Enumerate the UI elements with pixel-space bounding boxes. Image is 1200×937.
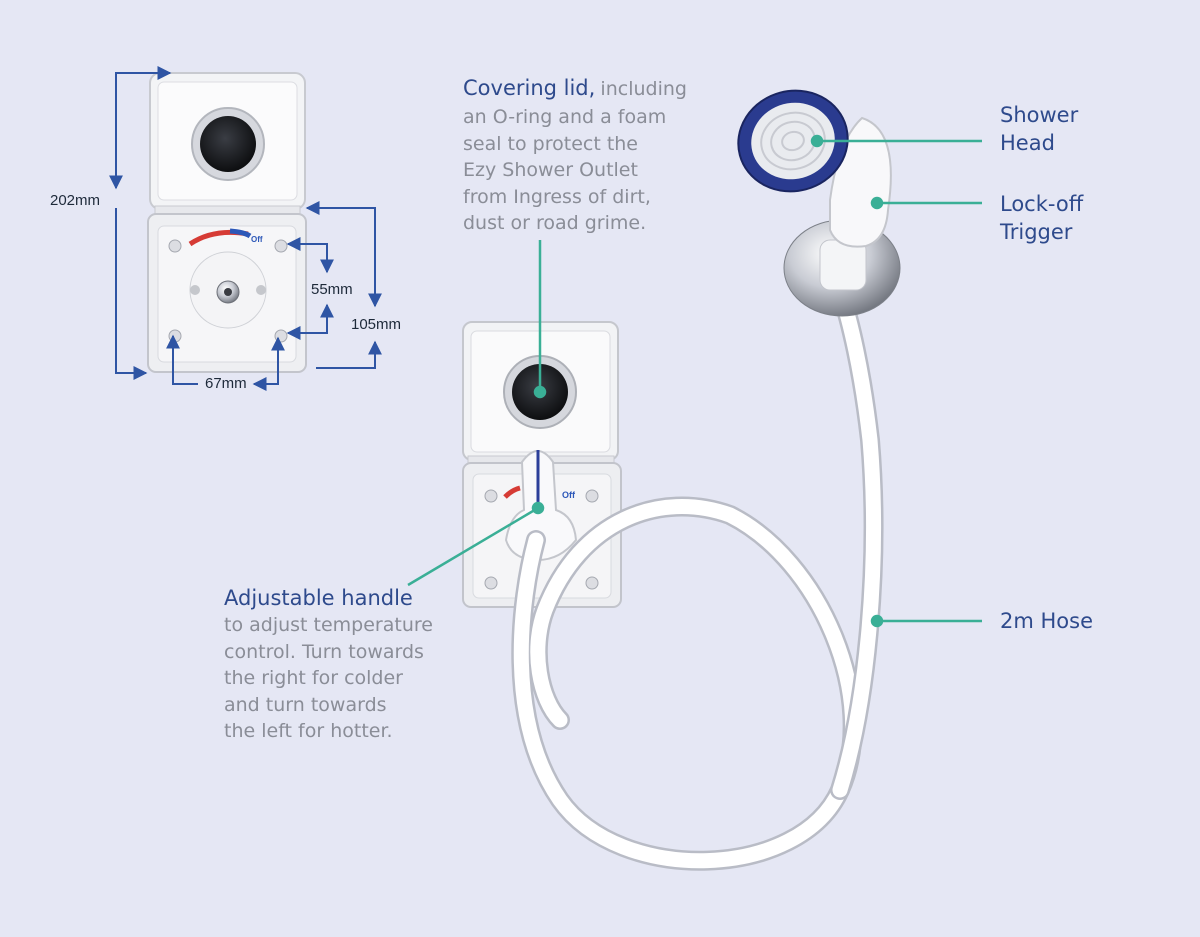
- main-plate-off-label: Off: [562, 490, 576, 500]
- covering-lid-line-1: including: [600, 78, 687, 100]
- dimension-hole-width-label: 67mm: [205, 375, 247, 392]
- small-plate-off-label: Off: [251, 235, 263, 244]
- adjustable-handle-line-2: control. Turn towards: [224, 640, 424, 663]
- shower-assembly: [737, 89, 901, 317]
- hose: [511, 280, 884, 871]
- shower-head-label-line-1: Shower: [1000, 103, 1079, 127]
- outlet-dimension-diagram: Off: [109, 66, 382, 391]
- hose-label: 2m Hose: [1000, 609, 1093, 633]
- callout-line-adjustable-handle: [407, 506, 539, 587]
- dimension-height-label: 202mm: [50, 192, 101, 209]
- main-outlet: Off: [462, 321, 622, 608]
- covering-lid-title: Covering lid,: [463, 76, 596, 100]
- shower-head-label-line-2: Head: [1000, 131, 1055, 155]
- lock-off-trigger-label: Lock-off Trigger: [1000, 190, 1083, 246]
- covering-lid-callout: Covering lid, including an O-ring and a …: [463, 74, 687, 237]
- shower-head-label: Shower Head: [1000, 101, 1078, 157]
- covering-lid-line-6: dust or road grime.: [463, 212, 647, 234]
- dimension-lid-height-label: 105mm: [351, 316, 402, 333]
- covering-lid-line-5: from Ingress of dirt,: [463, 185, 651, 208]
- adjustable-handle-title: Adjustable handle: [224, 586, 413, 610]
- adjustable-handle-line-5: the left for hotter.: [224, 720, 393, 742]
- adjustable-handle-line-4: and turn towards: [224, 693, 387, 716]
- adjustable-handle-line-3: the right for colder: [224, 667, 403, 689]
- covering-lid-line-2: an O-ring and a foam: [463, 106, 667, 128]
- lock-off-trigger-label-line-1: Lock-off: [1000, 192, 1084, 216]
- covering-lid-line-3: seal to protect the: [463, 132, 638, 155]
- lock-off-trigger-label-line-2: Trigger: [1000, 220, 1073, 244]
- dimension-hole-height-label: 55mm: [311, 281, 353, 298]
- adjustable-handle-line-1: to adjust temperature: [224, 614, 433, 636]
- covering-lid-line-4: Ezy Shower Outlet: [463, 159, 638, 181]
- adjustable-handle-callout: Adjustable handle to adjust temperature …: [224, 584, 433, 745]
